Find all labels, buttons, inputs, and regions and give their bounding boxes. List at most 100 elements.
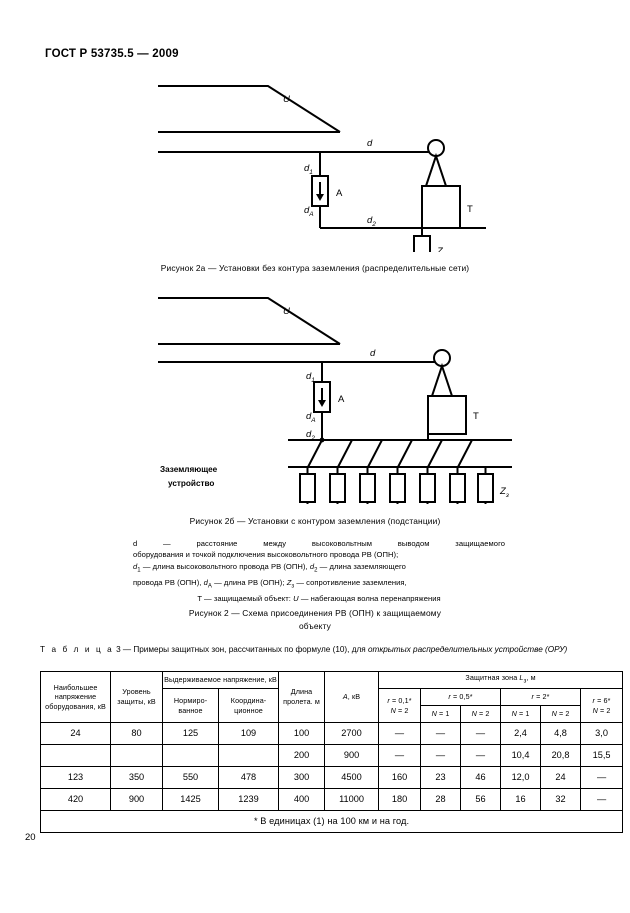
- th-r2-n2-N: N: [551, 709, 557, 719]
- figure-2b-diagram: U d d1 A dA d2 T: [140, 292, 520, 504]
- cell-zone-r05-n2: —: [460, 744, 502, 767]
- th-withstand-coordination: Координа­ционное: [217, 688, 280, 723]
- cell-zone-r05-n1: 23: [420, 766, 462, 789]
- cell-zone-r2-n2: 4,8: [540, 722, 582, 745]
- legend-line-5: T — защищаемый объект: U — набегающая во…: [133, 593, 505, 604]
- cell-zone-r05-n1: —: [420, 744, 462, 767]
- label-grounding-device-line1: Заземляющее: [160, 465, 218, 474]
- legend-line-3: d1 — длина высоковольтного провода РВ (О…: [133, 561, 505, 577]
- label-u: U: [283, 306, 290, 317]
- header-row-1: Наибольшее напряжение оборудова­ния, кВ …: [40, 671, 624, 723]
- th-r05: r = 0,5*: [420, 688, 502, 706]
- cell-a-kv: 2700: [324, 722, 380, 745]
- legend-line-4: провода РВ (ОПН), dA — длина РВ (ОПН); Z…: [133, 577, 505, 593]
- figure-legend-block: d — расстояние между высоковольтным выво…: [133, 538, 505, 604]
- legend-line-1: d — расстояние между высоковольтным выво…: [133, 539, 505, 548]
- label-d: d: [370, 348, 376, 359]
- th-r01-val: = 0,1*: [389, 695, 412, 705]
- th-r01-N: N: [390, 705, 396, 715]
- label-arrester: A: [336, 188, 343, 199]
- legend-d2-text: — длина заземляющего: [317, 561, 406, 571]
- th-zone-sub: з: [523, 677, 527, 685]
- figure-2-caption: Рисунок 2 — Схема присоединения РВ (ОПН)…: [0, 607, 630, 632]
- legend-wire-text: провода РВ (ОПН),: [133, 577, 204, 587]
- th-r6-val: = 6*: [595, 695, 611, 705]
- table-title-main: — Примеры защитных зон, рассчитанных по …: [122, 645, 368, 654]
- label-d1: d1: [306, 371, 315, 384]
- cell-withstand-normalized: [162, 744, 219, 767]
- figure-2b-caption: Рисунок 2б — Установки с контуром заземл…: [189, 516, 441, 526]
- arrester-arrow-head: [318, 400, 326, 407]
- cell-zone-r2-n2: 32: [540, 788, 582, 811]
- th-withstand-group: Выдерживаемое напряжение, кВ: [161, 671, 280, 689]
- cell-protection-level: 80: [110, 722, 163, 745]
- cell-zone-r05-n2: 46: [460, 766, 502, 789]
- wave-front-line: [158, 297, 341, 345]
- cell-zone-r05-n2: 56: [460, 788, 502, 811]
- label-arrester: A: [338, 394, 345, 405]
- header-row-3: N = 1 N = 2 N = 1 N = 2: [41, 705, 623, 723]
- th-r01-r: r: [387, 695, 390, 705]
- th-r2-n1: N = 1: [500, 705, 542, 723]
- label-d1: d1: [304, 163, 313, 176]
- cell-withstand-normalized: 1425: [162, 788, 219, 811]
- cell-withstand-coordination: 1239: [217, 788, 280, 811]
- table-3-wrapper: Наибольшее напряжение оборудова­ния, кВ …: [39, 671, 624, 833]
- header-row-2: Нормиро­ванное Координа­ционное r = 0,1*…: [41, 688, 624, 723]
- cell-zone-r2-n1: 2,4: [500, 722, 542, 745]
- th-a-unit: , кВ: [347, 692, 361, 702]
- label-impedance: Zз: [436, 246, 446, 252]
- protection-zones-table: Наибольшее напряжение оборудова­ния, кВ …: [39, 671, 624, 833]
- legend-dA-text: — длина РВ (ОПН);: [211, 577, 287, 587]
- th-zone-unit: , м: [526, 673, 536, 683]
- legend-d1-text: — длина высоковольтного провода РВ (ОПН)…: [140, 561, 310, 571]
- legend-dA-sub: A: [207, 583, 212, 590]
- th-r05-n2-N: N: [471, 709, 477, 719]
- cell-span-length: 100: [278, 722, 326, 745]
- cell-withstand-normalized: 125: [162, 722, 219, 745]
- cell-zone-r6-n2: —: [580, 766, 624, 789]
- legend-line-2: оборудования и точкой подключения высоко…: [133, 550, 399, 560]
- cell-max-voltage: 24: [40, 722, 111, 745]
- table-row: 123 350 550 478 300 4500 160 23 46 12,0 …: [40, 766, 624, 789]
- figure-2a-diagram: U d d1 A dA d2 T: [140, 80, 520, 252]
- cell-zone-r2-n2: 20,8: [540, 744, 582, 767]
- table-3-title: Т а б л и ц а 3 — Примеры защитных зон, …: [40, 644, 592, 656]
- bushing-cone: [424, 152, 448, 187]
- cell-withstand-coordination: 109: [217, 722, 280, 745]
- th-r2-n2-val: = 2: [556, 709, 570, 719]
- th-r05-n1: N = 1: [420, 705, 462, 723]
- label-grounding-device-line2: устройство: [168, 479, 214, 488]
- legend-T-text: T — защищаемый объект:: [197, 593, 294, 603]
- cell-max-voltage: 420: [40, 788, 111, 811]
- table-title-prefix: Т а б л и ц а: [40, 645, 114, 654]
- label-transformer: T: [467, 204, 473, 215]
- cell-span-length: 400: [278, 788, 326, 811]
- cell-zone-r01-n2: —: [378, 744, 422, 767]
- th-protection-zone-group: Защитная зона Lз, м: [378, 671, 624, 689]
- cell-a-kv: 900: [324, 744, 380, 767]
- standard-number-header: ГОСТ Р 53735.5 — 2009: [45, 48, 179, 60]
- page-number: 20: [25, 832, 36, 843]
- cell-withstand-coordination: [217, 744, 280, 767]
- th-r2-n1-N: N: [511, 709, 517, 719]
- legend-d1-sub: 1: [137, 567, 141, 574]
- cell-withstand-coordination: 478: [217, 766, 280, 789]
- cell-span-length: 300: [278, 766, 326, 789]
- cell-zone-r2-n2: 24: [540, 766, 582, 789]
- ground-grid-diagonals: [307, 434, 473, 468]
- transformer-body: [427, 395, 467, 435]
- table-head: Наибольшее напряжение оборудова­ния, кВ …: [40, 671, 624, 723]
- th-r05-r: r: [448, 692, 451, 702]
- table-row: 420 900 1425 1239 400 11000 180 28 56 16…: [40, 788, 624, 811]
- cell-zone-r01-n2: 160: [378, 766, 422, 789]
- th-zone-text: Защитная зона: [465, 673, 520, 683]
- wave-front-line: [158, 85, 341, 133]
- ground-impedance-array: [299, 467, 494, 504]
- cell-protection-level: [110, 744, 163, 767]
- legend-U-text: — набегающая волна перенапряжения: [298, 593, 441, 603]
- legend-Z-sub: з: [291, 583, 295, 590]
- cell-zone-r05-n2: —: [460, 722, 502, 745]
- th-r6-Nval: = 2: [597, 705, 611, 715]
